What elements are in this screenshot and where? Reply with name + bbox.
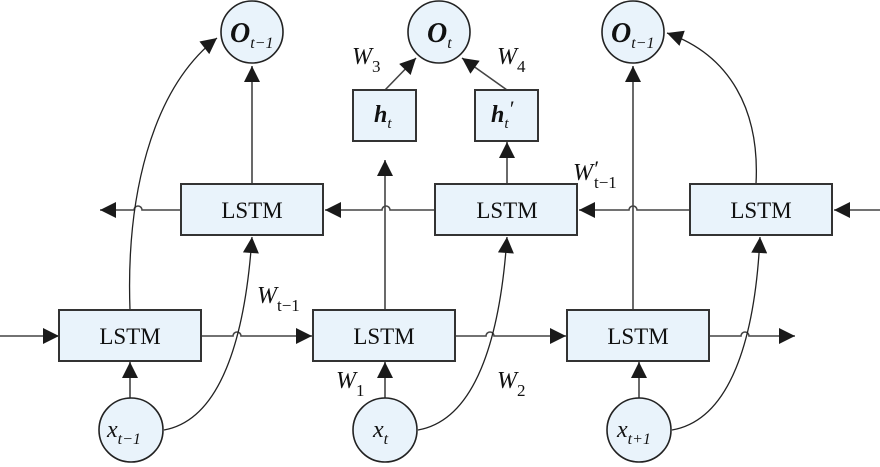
ht-sub: t [387,116,392,132]
w4-sub: 4 [517,57,526,76]
weight-labels: W3 W4 W1 W2 Wt−1 W′t−1 [257,44,617,400]
wt1-sub: t−1 [277,296,300,315]
forward-cell-3: LSTM [566,309,710,362]
backward-cell-1: LSTM [180,183,324,236]
forward-cell-2-label: LSTM [353,324,414,349]
forward-cell-3-label: LSTM [607,324,668,349]
w3-sub: 3 [372,57,381,76]
input2-to-bwd2-curve [417,236,514,431]
weight-wt-minus-1-prime: W′t−1 [573,156,617,192]
backward-cell-3: LSTM [689,183,833,236]
w1-base: W [336,368,358,394]
input-node-1: xt−1 [98,397,164,463]
htprime-to-ot [461,57,508,91]
in3-sub: t+1 [628,431,651,448]
weight-wt-minus-1: Wt−1 [257,283,300,315]
svg-text:ht: ht [374,102,392,132]
out3-base: O [611,18,631,49]
output-node-2: Ot [407,0,471,64]
backward-cell-2-label: LSTM [476,198,537,223]
svg-text:xt−1: xt−1 [106,417,141,448]
in1-base: x [106,417,118,443]
weight-w2: W2 [497,368,526,400]
input-node-2: xt [352,397,418,463]
wt1-base: W [257,283,279,309]
output-node-1: Ot−1 [220,0,284,64]
forward-cell-1-label: LSTM [99,324,160,349]
htprime-base: h [491,102,504,128]
htprime-sub: t [504,116,509,132]
input1-to-bwd1-curve [163,236,259,431]
out1-base: O [230,18,250,49]
forward-arrow-2-3 [456,328,566,344]
backward-arrow-out [100,202,181,218]
wt1p-prime: ′ [593,156,599,181]
forward-arrow-out [710,328,795,344]
forward-connections [0,328,795,344]
ht-to-ot [384,57,417,91]
weight-w4: W4 [497,44,526,76]
hidden-state-ht: ht [352,89,417,142]
forward-cell-1: LSTM [58,309,202,362]
input3-to-bwd3-curve [671,236,768,431]
wt1p-sub: t−1 [594,173,617,192]
in1-sub: t−1 [118,431,141,448]
ht-base: h [374,102,387,128]
weight-w1: W1 [336,368,365,400]
svg-text:Ot: Ot [427,18,452,52]
backward-cell-1-label: LSTM [221,198,282,223]
out2-base: O [427,18,447,49]
fwd1-to-out1-curve [128,37,218,311]
input-node-3: xt+1 [606,397,672,463]
svg-text:Ot−1: Ot−1 [230,18,273,52]
weight-w3: W3 [352,44,381,76]
svg-text:xt+1: xt+1 [616,417,651,448]
w2-base: W [497,368,519,394]
w1-sub: 1 [356,381,365,400]
w2-sub: 2 [517,381,526,400]
in2-base: x [372,417,384,443]
htprime-prime: ′ [509,96,515,121]
svg-text:xt: xt [372,417,389,448]
out2-sub: t [447,35,452,52]
forward-cell-2: LSTM [312,309,456,362]
out3-sub: t−1 [631,35,654,52]
vertical-connections [122,57,647,398]
backward-cell-3-label: LSTM [730,198,791,223]
out1-sub: t−1 [250,35,273,52]
backward-arrow-3-2 [579,202,690,218]
output-node-3: Ot−1 [601,0,665,64]
wt1p-base: W [573,160,595,186]
w4-base: W [497,44,519,70]
forward-arrow-1-2 [202,328,312,344]
in3-base: x [616,417,628,443]
hidden-state-htprime: ht′ [474,89,539,142]
w3-base: W [352,44,374,70]
backward-cell-2: LSTM [434,183,578,236]
svg-text:ht′: ht′ [491,96,515,132]
curved-connections [128,30,768,431]
bwd3-to-out3-curve [666,30,757,185]
svg-text:Ot−1: Ot−1 [611,18,654,52]
in2-sub: t [384,431,389,448]
backward-arrow-2-1 [325,202,435,218]
